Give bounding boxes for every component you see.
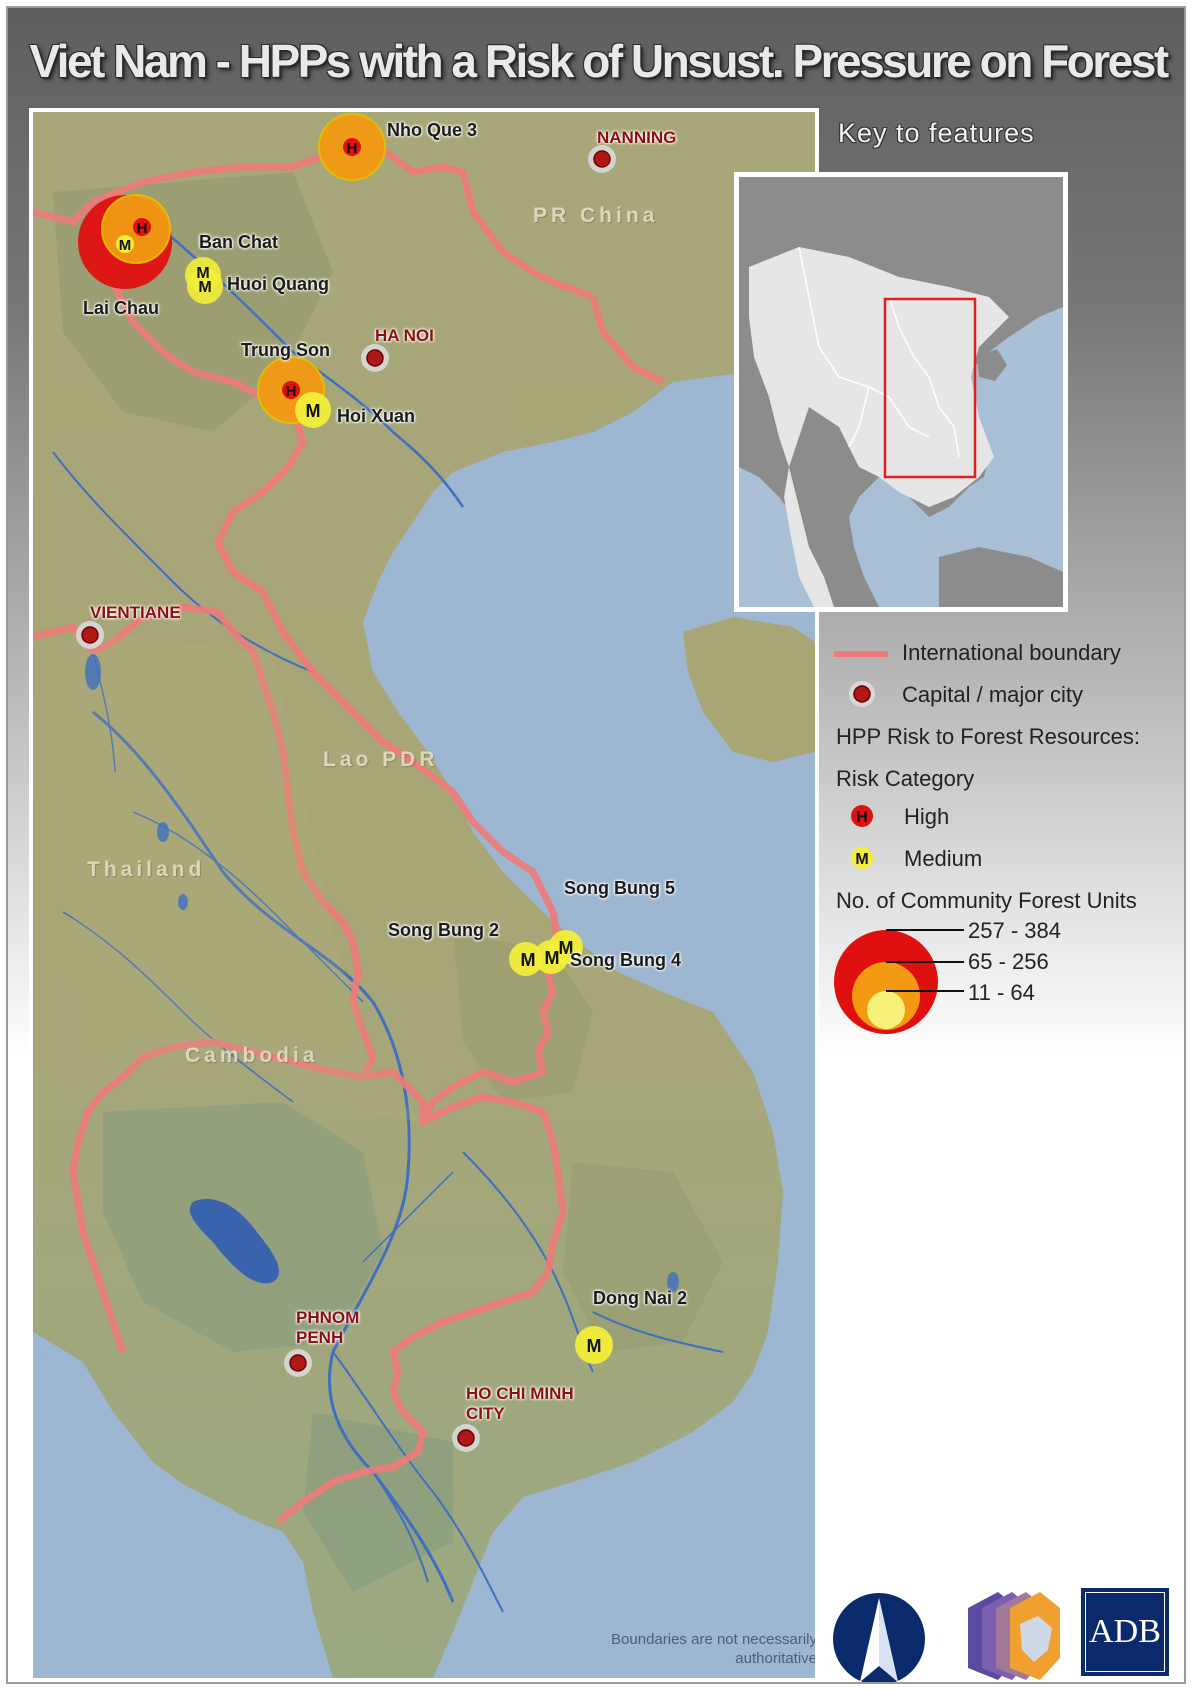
legend-high-label: High — [904, 804, 950, 829]
inset-extent-rectangle — [883, 297, 977, 479]
tonle-sap-lake — [189, 1198, 280, 1284]
country-label-laos: Lao PDR — [323, 748, 439, 771]
map-title: Viet Nam - HPPs with a Risk of Unsust. P… — [29, 35, 1169, 87]
country-label-cambodia: Cambodia — [185, 1044, 319, 1067]
hpp-label-song-bung-4: Song Bung 4 — [570, 950, 681, 970]
hpp-label-lai-chau: Lai Chau — [83, 298, 160, 318]
legend-symbols: H M — [834, 651, 888, 869]
inset-locator-map — [734, 172, 1068, 612]
main-map: PR China Lao PDR Thailand Cambodia H — [29, 108, 819, 1682]
legend-units-heading: No. of Community Forest Units — [836, 888, 1137, 913]
hpp-label-song-bung-2: Song Bung 2 — [388, 920, 499, 940]
land-mass — [33, 112, 815, 1678]
legend-size-small-label: 11 - 64 — [968, 980, 1035, 1005]
city-label-vientiane: VIENTIANE — [90, 603, 181, 622]
legend-medium-label: Medium — [904, 846, 983, 871]
inset-map-canvas — [739, 177, 1063, 607]
country-label-thailand: Thailand — [87, 858, 206, 881]
map-sheet: Viet Nam - HPPs with a Risk of Unsust. P… — [6, 6, 1186, 1684]
city-label-phnom-penh: PHNOM PENH — [296, 1308, 360, 1347]
adb-logo-text: ADB — [1089, 1613, 1161, 1650]
adb-logo: ADB — [1081, 1588, 1169, 1676]
key-title: Key to features — [838, 118, 1035, 148]
city-label-hcmc: HO CHI MINH CITY — [466, 1384, 574, 1423]
legend-boundary-label: International boundary — [902, 640, 1121, 665]
partner-logo-icon — [968, 1592, 1060, 1680]
north-arrow-icon — [833, 1593, 925, 1682]
boundary-disclaimer: Boundaries are not necessarily authorita… — [611, 1631, 817, 1667]
legend-size-small-circle — [867, 991, 905, 1029]
hpp-label-huoi-quang: Huoi Quang — [227, 274, 329, 294]
legend-size-symbols — [834, 929, 964, 1034]
hpp-label-ban-chat: Ban Chat — [199, 232, 279, 252]
legend-medium-symbol: M — [851, 847, 873, 869]
svg-text:M: M — [855, 851, 868, 868]
legend-capital-label: Capital / major city — [902, 682, 1083, 707]
legend-risk-heading: HPP Risk to Forest Resources: — [836, 724, 1141, 749]
hpp-label-song-bung-5: Song Bung 5 — [564, 878, 675, 898]
hpp-label-nho-que-3: Nho Que 3 — [387, 120, 478, 140]
hpp-label-dong-nai-2: Dong Nai 2 — [593, 1288, 688, 1308]
legend-size-mid-label: 65 - 256 — [968, 949, 1049, 974]
hpp-label-hoi-xuan: Hoi Xuan — [337, 406, 416, 426]
legend-risk-category: Risk Category — [836, 766, 975, 791]
legend-size-large-label: 257 - 384 — [968, 918, 1061, 943]
hpp-label-trung-son: Trung Son — [241, 340, 330, 360]
svg-text:H: H — [856, 809, 868, 826]
gulf-of-thailand — [33, 1347, 273, 1678]
map-canvas — [33, 112, 815, 1678]
city-label-hanoi: HA NOI — [375, 326, 434, 345]
legend-high-symbol: H — [851, 805, 873, 827]
legend-capital-symbol — [849, 681, 875, 707]
hainan-island — [683, 617, 815, 762]
country-label-china: PR China — [533, 204, 659, 227]
city-label-nanning: NANNING — [597, 128, 677, 147]
